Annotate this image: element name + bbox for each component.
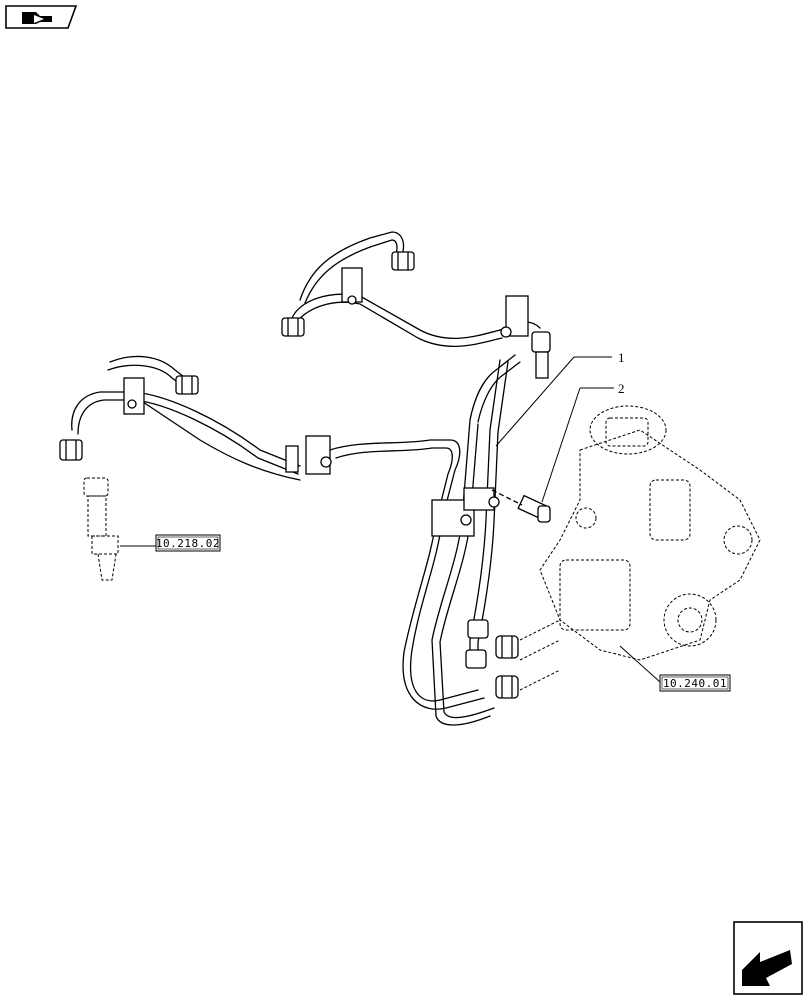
pipe-nut-left bbox=[59, 439, 83, 461]
pipe-nut-pump-1 bbox=[495, 635, 519, 659]
ref-label-pump: 10.240.01 bbox=[663, 677, 727, 690]
pipe-nut-mid-right bbox=[175, 375, 199, 395]
clamp-front bbox=[431, 487, 500, 537]
callout-2: 2 bbox=[618, 381, 625, 396]
clamp-upper bbox=[341, 267, 363, 305]
ref-box-pump[interactable]: 10.240.01 bbox=[659, 674, 731, 692]
bolt-part bbox=[491, 489, 551, 523]
clamp-middle bbox=[285, 435, 332, 475]
pipe-nut-pump-3 bbox=[467, 619, 489, 639]
clamp-right-upper bbox=[500, 295, 529, 338]
book-arrow-icon[interactable] bbox=[5, 5, 78, 29]
injector-part bbox=[83, 477, 119, 581]
ref-label-injector: 10.218.02 bbox=[156, 537, 220, 550]
callout-leaders bbox=[120, 356, 661, 683]
clamp-middle-left bbox=[123, 377, 145, 415]
injection-pump-part bbox=[519, 405, 761, 691]
callout-1: 1 bbox=[618, 350, 625, 365]
pipe-nut-pump-4 bbox=[465, 649, 487, 669]
pipe-nuts bbox=[59, 251, 519, 699]
ref-box-injector[interactable]: 10.218.02 bbox=[155, 534, 221, 552]
pipe-nut-upper-left bbox=[281, 317, 305, 337]
banjo-fitting bbox=[531, 331, 551, 379]
pipe-clamps bbox=[123, 267, 529, 537]
next-page-arrow-icon[interactable] bbox=[733, 921, 803, 995]
pipe-nut-upper-right bbox=[391, 251, 415, 271]
pipe-nut-pump-2 bbox=[495, 675, 519, 699]
